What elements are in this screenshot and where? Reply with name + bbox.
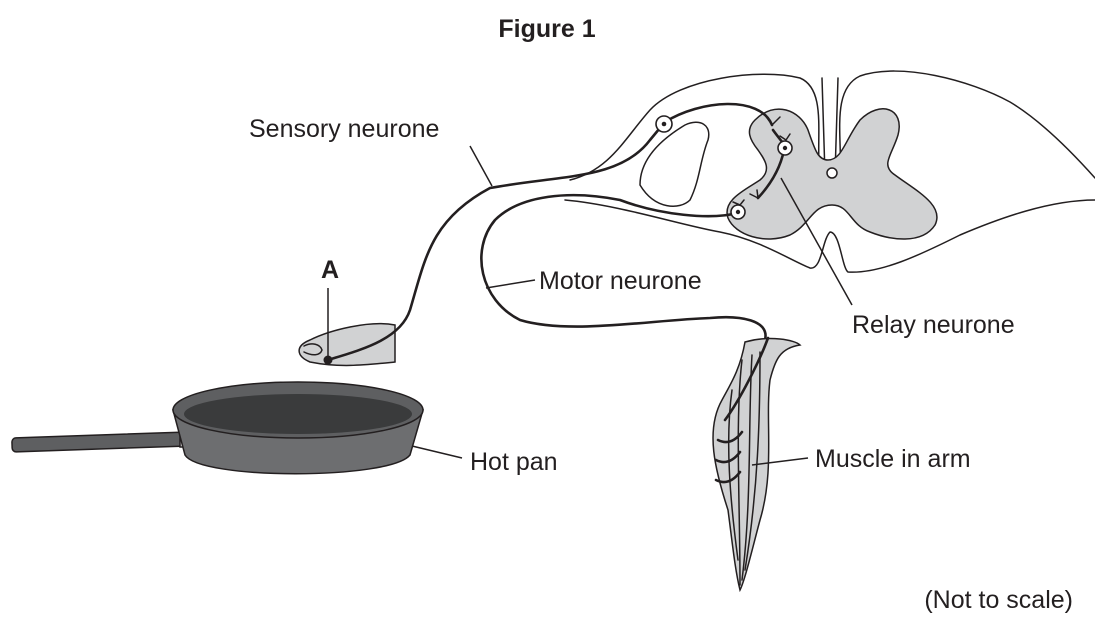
sensory-neurone-label: Sensory neurone xyxy=(249,115,439,143)
dorsal-root-ganglion xyxy=(640,122,709,206)
sensory-cell-body xyxy=(656,116,672,132)
motor-cell-body xyxy=(731,205,745,219)
relay-cell-body xyxy=(778,141,792,155)
hot-pan xyxy=(12,382,423,474)
central-canal xyxy=(827,168,837,178)
figure-title: Figure 1 xyxy=(498,15,595,43)
motor-neurone-label: Motor neurone xyxy=(539,267,702,295)
point-a-marker xyxy=(324,356,333,365)
hot-pan-label: Hot pan xyxy=(470,448,558,476)
muscle-in-arm-label: Muscle in arm xyxy=(815,445,971,473)
spinal-cord-lower-outline xyxy=(565,200,1095,272)
point-a-label: A xyxy=(321,256,339,284)
spinal-cord xyxy=(565,71,1095,272)
not-to-scale-note: (Not to scale) xyxy=(924,586,1073,614)
pan-handle xyxy=(12,432,188,452)
relay-neurone-label: Relay neurone xyxy=(852,311,1015,339)
